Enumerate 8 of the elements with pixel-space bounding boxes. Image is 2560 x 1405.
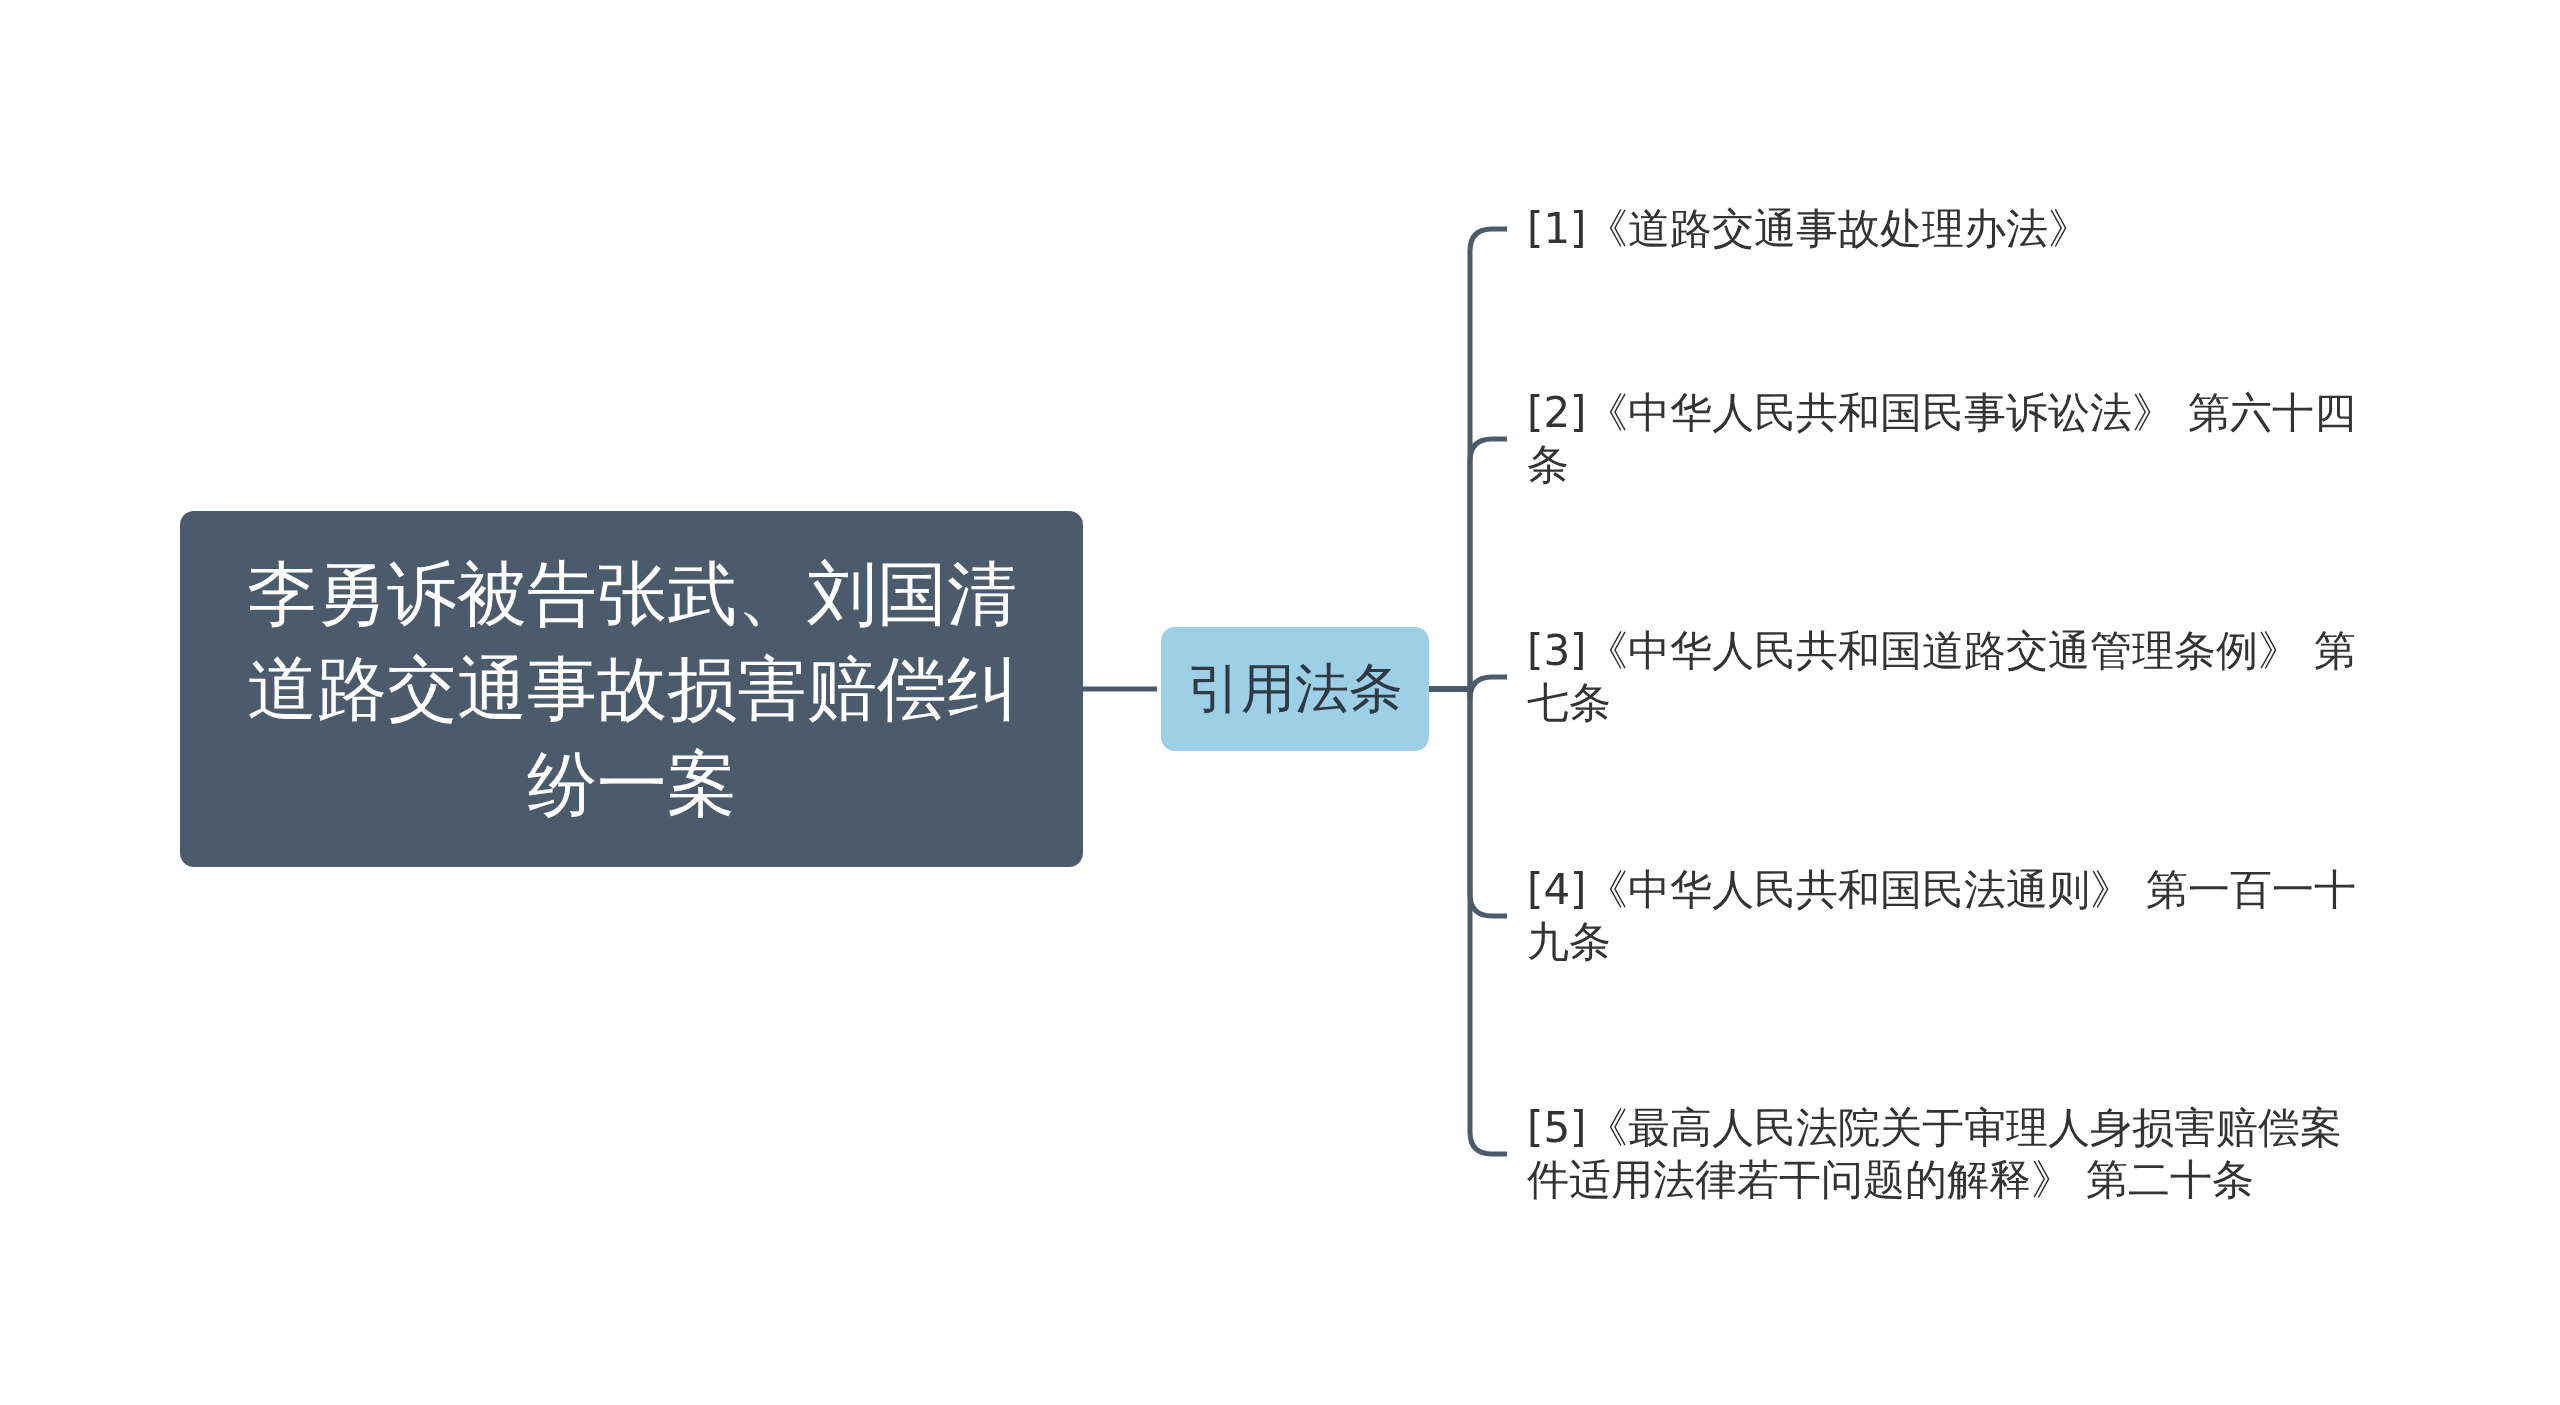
subtopic-text: [2]《中华人民共和国民事诉讼法》 第六十四条 [1527, 387, 2357, 491]
subtopic-text: [3]《中华人民共和国道路交通管理条例》 第七条 [1527, 625, 2357, 729]
subtopic-text: [1]《道路交通事故处理办法》 [1527, 203, 2357, 255]
topic-box: 引用法条 [1161, 627, 1429, 751]
connector-line [1083, 686, 1157, 692]
subtopic-text: [5]《最高人民法院关于审理人身损害赔偿案件适用法律若干问题的解释》 第二十条 [1527, 1102, 2357, 1206]
subtopic-text: [4]《中华人民共和国民法通则》 第一百一十九条 [1527, 864, 2357, 968]
root-topic-box: 李勇诉被告张武、刘国清道路交通事故损害赔偿纠纷一案 [180, 511, 1083, 867]
